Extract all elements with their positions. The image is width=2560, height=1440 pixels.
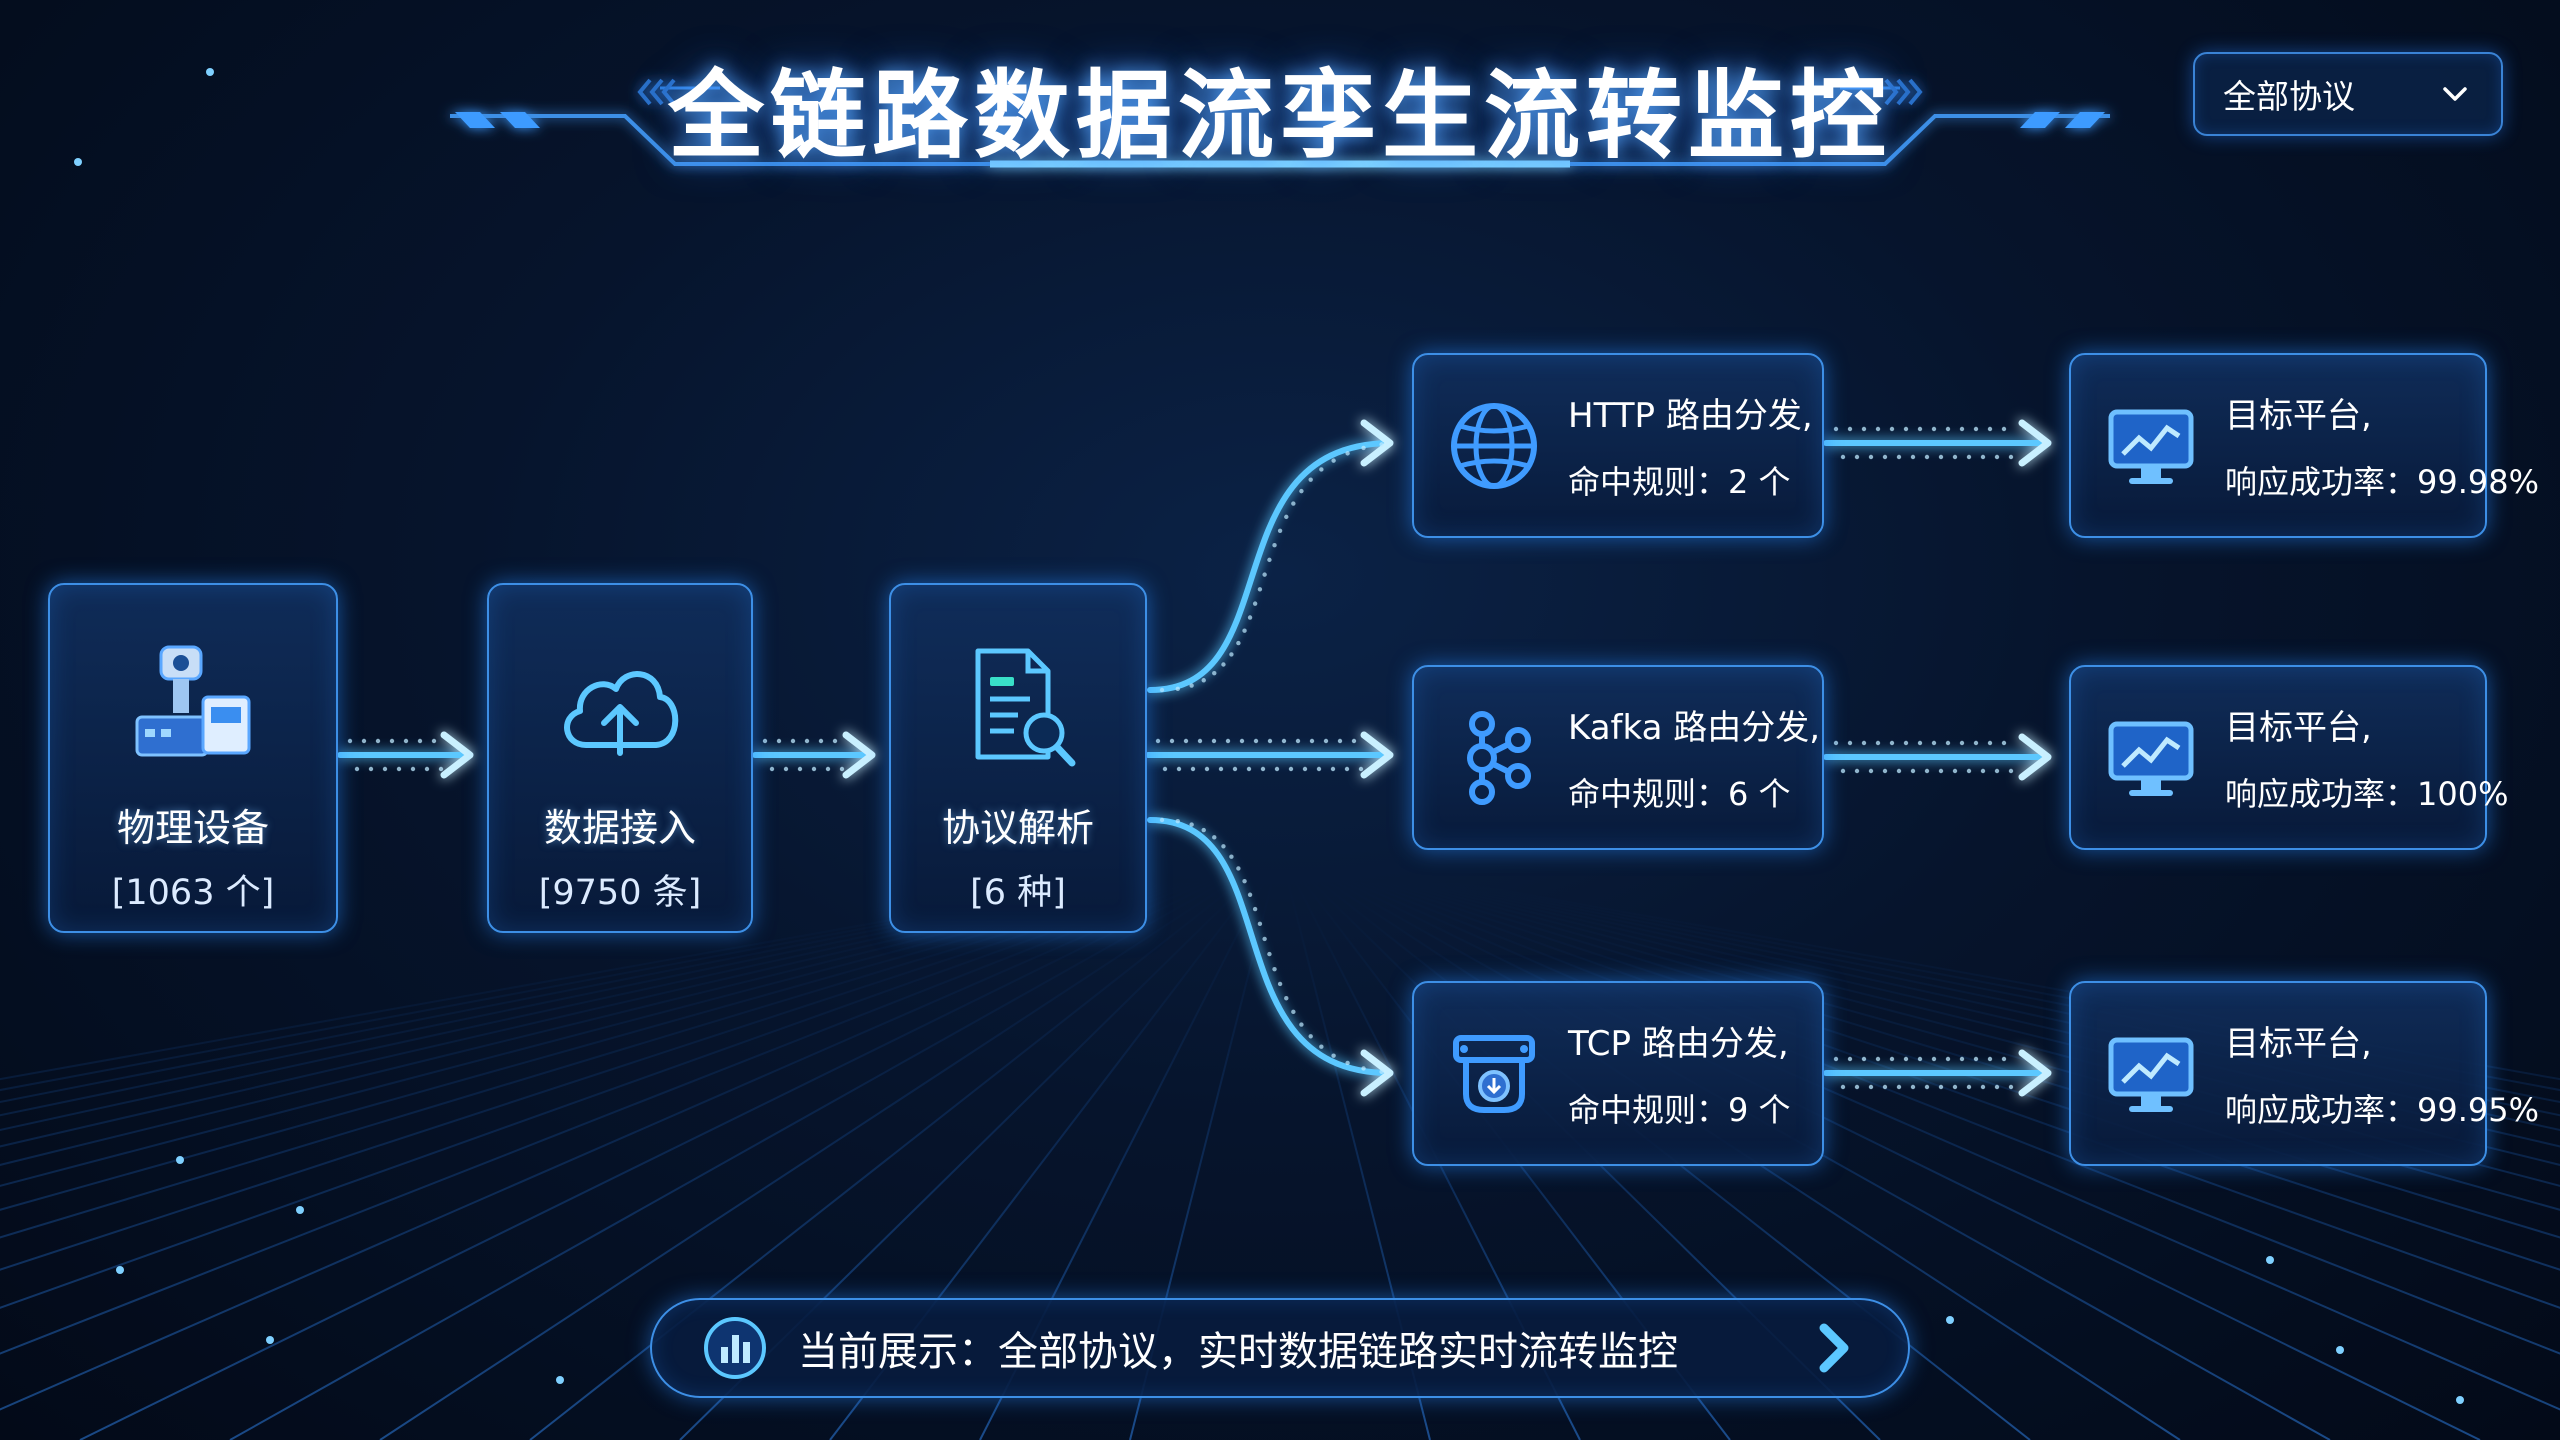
target-title: 目标平台,	[2225, 708, 2372, 748]
header: 全链路数据流孪生流转监控	[0, 0, 2560, 180]
target-platform-3[interactable]: 目标平台, 响应成功率：99.95%	[2069, 981, 2539, 1166]
route-protocol: TCP 路由分发,	[1568, 1024, 1789, 1064]
node-label: 数据接入	[543, 806, 696, 850]
route-protocol: HTTP 路由分发,	[1568, 396, 1813, 436]
chevron-right-icon[interactable]	[1812, 1320, 1858, 1376]
page-title: 全链路数据流孪生流转监控	[668, 60, 1892, 172]
target-platform-2[interactable]: 目标平台, 响应成功率：100%	[2069, 665, 2509, 850]
target-title: 目标平台,	[2225, 396, 2372, 436]
document-search-icon	[975, 648, 1076, 767]
target-success-rate: 响应成功率：99.98%	[2225, 463, 2540, 501]
route-node-tcp[interactable]: TCP 路由分发, 命中规则：9 个	[1412, 981, 1824, 1166]
route-node-http[interactable]: HTTP 路由分发, 命中规则：2 个	[1412, 353, 1824, 538]
tcp-icon	[1453, 1034, 1535, 1113]
chevron-down-icon	[2443, 87, 2467, 101]
route-node-kafka[interactable]: Kafka 路由分发, 命中规则：6 个	[1412, 665, 1824, 850]
node-label: 协议解析	[941, 806, 1094, 850]
target-title: 目标平台,	[2225, 1024, 2372, 1064]
status-bar: 当前展示：全部协议，实时数据链路实时流转监控	[650, 1298, 1910, 1398]
node-protocol-parse[interactable]: 协议解析 [6 种]	[889, 583, 1147, 933]
monitor-chart-icon	[2108, 1037, 2194, 1112]
node-count: [1063 个]	[111, 873, 275, 913]
target-success-rate: 响应成功率：100%	[2225, 775, 2509, 813]
dropdown-selected-value: 全部协议	[2223, 77, 2355, 116]
route-rules: 命中规则：9 个	[1568, 1091, 1791, 1129]
node-label: 物理设备	[116, 806, 269, 850]
route-rules: 命中规则：6 个	[1568, 775, 1791, 813]
protocol-filter-dropdown[interactable]: 全部协议	[2193, 52, 2503, 136]
node-data-ingest[interactable]: 数据接入 [9750 条]	[487, 583, 753, 933]
node-count: [9750 条]	[538, 873, 702, 913]
device-icon	[135, 645, 251, 757]
globe-icon	[1451, 402, 1537, 489]
node-count: [6 种]	[970, 873, 1066, 913]
monitor-chart-icon	[2108, 721, 2194, 796]
bar-chart-icon	[704, 1317, 766, 1379]
status-text: 当前展示：全部协议，实时数据链路实时流转监控	[798, 1329, 1678, 1375]
target-platform-1[interactable]: 目标平台, 响应成功率：99.98%	[2069, 353, 2539, 538]
cloud-upload-icon	[564, 671, 679, 756]
monitor-chart-icon	[2108, 409, 2194, 484]
route-protocol: Kafka 路由分发,	[1568, 708, 1821, 748]
route-rules: 命中规则：2 个	[1568, 463, 1791, 501]
target-success-rate: 响应成功率：99.95%	[2225, 1091, 2540, 1129]
node-physical-devices[interactable]: 物理设备 [1063 个]	[48, 583, 338, 933]
kafka-icon	[1467, 710, 1531, 805]
